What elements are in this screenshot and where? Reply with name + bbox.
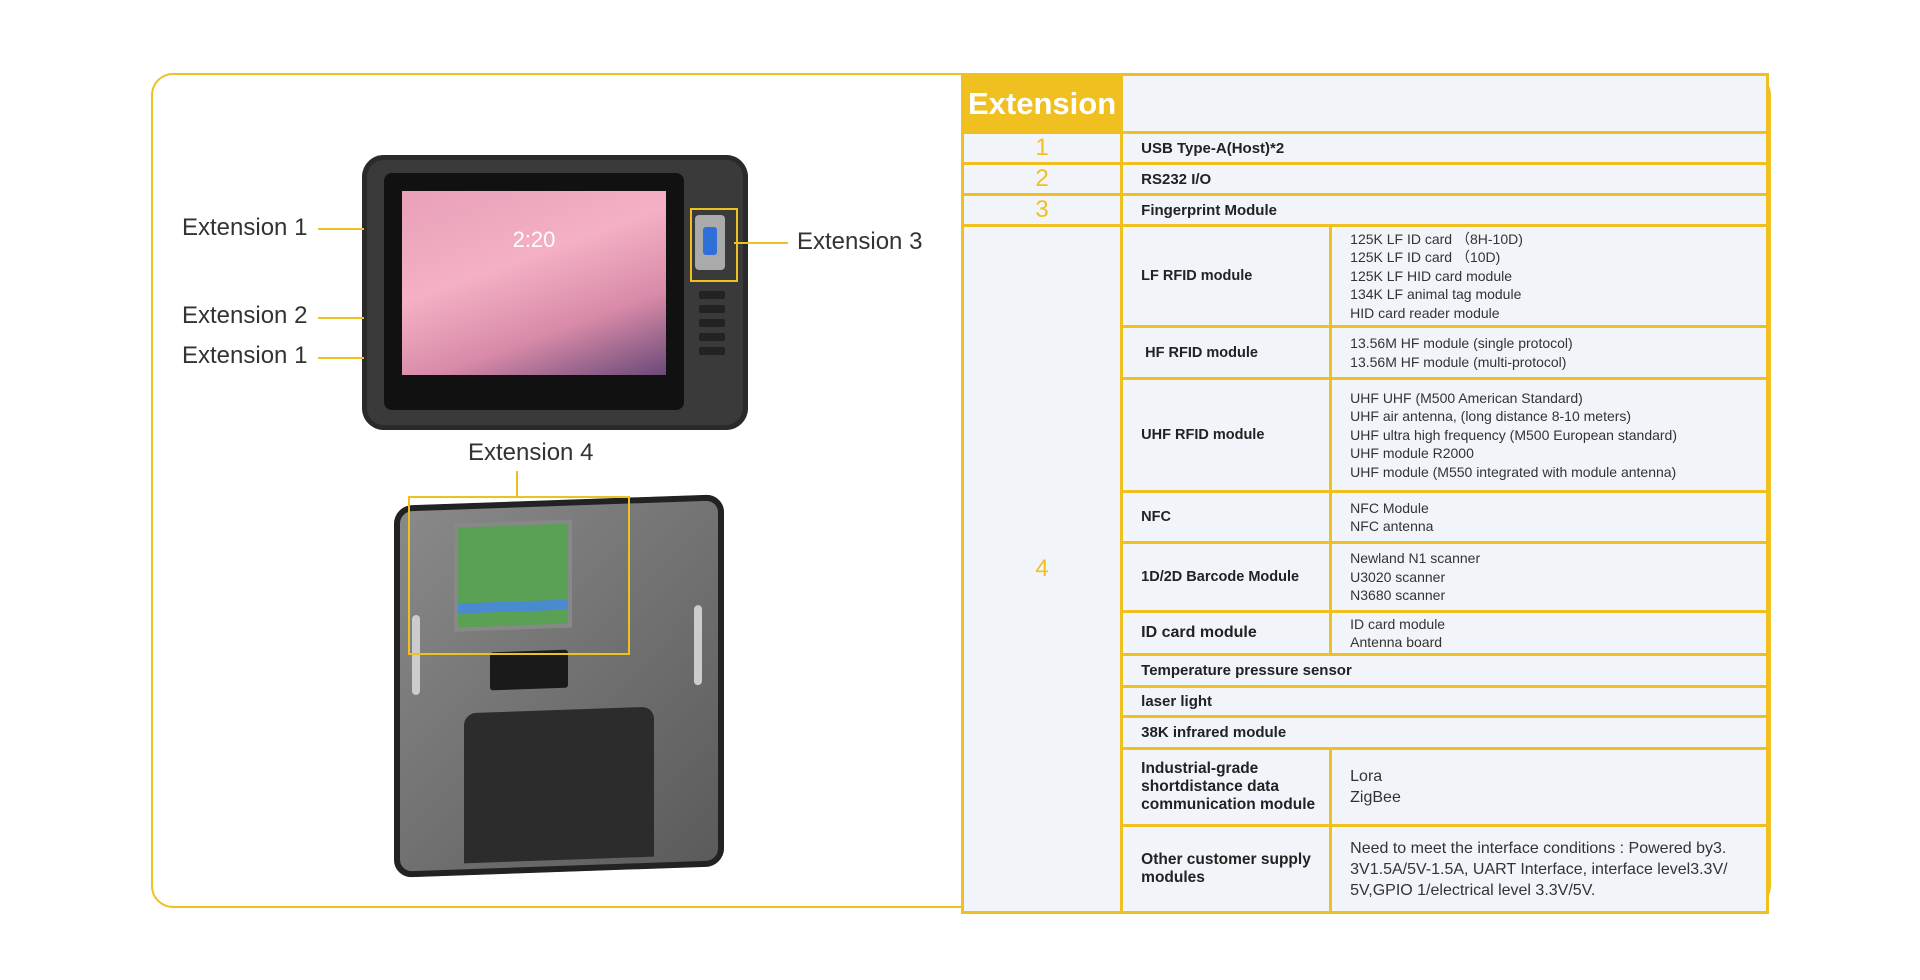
table-row: UHF RFID module UHF UHF (M500 American S… bbox=[963, 377, 1769, 493]
detail-line: Antenna board bbox=[1350, 634, 1443, 650]
row-number: 1 bbox=[960, 131, 1124, 165]
module-label: 1D/2D Barcode Module bbox=[1120, 541, 1333, 613]
detail-line: UHF module R2000 bbox=[1350, 445, 1474, 462]
detail-line: Need to meet the interface conditions : … bbox=[1350, 839, 1728, 899]
module-details: ID card module Antenna board bbox=[1329, 610, 1769, 656]
callout-line bbox=[734, 242, 788, 244]
module-details: UHF UHF (M500 American Standard) UHF air… bbox=[1329, 377, 1769, 493]
table-row: 1 USB Type-A(Host)*2 bbox=[960, 131, 1769, 165]
tablet-front-image: 2:20 bbox=[362, 155, 748, 430]
row-label: USB Type-A(Host)*2 bbox=[1120, 131, 1769, 165]
row-number: 2 bbox=[960, 162, 1124, 196]
callout-line bbox=[318, 228, 364, 230]
callout-line bbox=[516, 471, 518, 496]
module-label: Other customer supply modules bbox=[1120, 824, 1333, 914]
table-row: 38K infrared module bbox=[963, 715, 1769, 750]
tablet-bezel: 2:20 bbox=[384, 173, 684, 410]
lock-screen-clock: 2:20 bbox=[512, 227, 556, 252]
module-label: NFC bbox=[1120, 490, 1333, 544]
table-row: 3 Fingerprint Module bbox=[960, 193, 1769, 227]
detail-line: UHF module (M550 integrated with module … bbox=[1350, 463, 1677, 480]
detail-line: 134K LF animal tag module bbox=[1350, 286, 1522, 303]
callout-line bbox=[318, 317, 364, 319]
table-row: 4 LF RFID module 125K LF ID card （8H-10D… bbox=[960, 224, 1769, 914]
module-label: LF RFID module bbox=[1120, 224, 1333, 328]
table-row: HF RFID module 13.56M HF module (single … bbox=[963, 325, 1769, 380]
table-header-row: Extension bbox=[960, 73, 1769, 134]
table-row: NFC NFC Module NFC antenna bbox=[963, 490, 1769, 544]
callout-extension-1-bottom: Extension 1 bbox=[182, 342, 308, 369]
module-details: Lora ZigBee bbox=[1329, 747, 1769, 827]
detail-line: N3680 scanner bbox=[1350, 587, 1446, 604]
callout-extension-2: Extension 2 bbox=[182, 302, 308, 329]
detail-line: ZigBee bbox=[1350, 789, 1401, 806]
table-row: laser light bbox=[963, 685, 1769, 718]
row-label: Fingerprint Module bbox=[1120, 193, 1769, 227]
detail-line: ID card module bbox=[1350, 615, 1446, 632]
callout-extension-1-top: Extension 1 bbox=[182, 214, 308, 241]
ext4-highlight-box bbox=[408, 496, 630, 655]
detail-line: 13.56M HF module (multi-protocol) bbox=[1350, 353, 1567, 370]
detail-line: 125K LF ID card （8H-10D) bbox=[1350, 230, 1523, 247]
module-details: 125K LF ID card （8H-10D) 125K LF ID card… bbox=[1329, 224, 1769, 328]
module-label: 38K infrared module bbox=[1120, 715, 1769, 750]
module-label: UHF RFID module bbox=[1120, 377, 1333, 493]
ext3-highlight-box bbox=[690, 208, 738, 282]
detail-line: NFC Module bbox=[1350, 499, 1429, 516]
keypad-icon bbox=[692, 285, 732, 395]
callout-extension-3: Extension 3 bbox=[797, 228, 923, 255]
table-row: Temperature pressure sensor bbox=[963, 653, 1769, 688]
detail-line: 13.56M HF module (single protocol) bbox=[1350, 335, 1573, 351]
fingerprint-sensor-icon bbox=[695, 215, 725, 270]
module-details: 13.56M HF module (single protocol) 13.56… bbox=[1329, 325, 1769, 380]
extension-table: Extension 1 USB Type-A(Host)*2 2 RS232 I… bbox=[960, 73, 1769, 914]
table-row: Other customer supply modules Need to me… bbox=[963, 824, 1769, 914]
handle-right bbox=[694, 605, 702, 686]
detail-line: UHF air antenna, (long distance 8-10 met… bbox=[1350, 408, 1632, 425]
detail-line: U3020 scanner bbox=[1350, 568, 1446, 585]
detail-line: 125K LF ID card （10D) bbox=[1350, 249, 1501, 266]
detail-line: HID card reader module bbox=[1350, 304, 1500, 321]
detail-line: UHF ultra high frequency (M500 European … bbox=[1350, 426, 1677, 443]
detail-line: NFC antenna bbox=[1350, 518, 1434, 534]
stand-panel bbox=[464, 706, 654, 864]
detail-line: Newland N1 scanner bbox=[1350, 550, 1481, 567]
module-details: Need to meet the interface conditions : … bbox=[1329, 824, 1769, 914]
tablet-screen: 2:20 bbox=[402, 191, 666, 375]
module-label: laser light bbox=[1120, 685, 1769, 718]
detail-line: 125K LF HID card module bbox=[1350, 267, 1513, 284]
row-label: RS232 I/O bbox=[1120, 162, 1769, 196]
callout-line bbox=[318, 357, 364, 359]
table-row: 1D/2D Barcode Module Newland N1 scanner … bbox=[963, 541, 1769, 613]
table-row: 2 RS232 I/O bbox=[960, 162, 1769, 196]
module-label: Temperature pressure sensor bbox=[1120, 653, 1769, 688]
table-header: Extension bbox=[960, 73, 1124, 134]
callout-extension-4: Extension 4 bbox=[468, 439, 594, 466]
detail-line: Lora bbox=[1350, 768, 1383, 785]
module-label: ID card module bbox=[1120, 610, 1333, 656]
detail-line: UHF UHF (M500 American Standard) bbox=[1350, 389, 1583, 406]
module-label: HF RFID module bbox=[1120, 325, 1333, 380]
table-row: ID card module ID card module Antenna bo… bbox=[963, 610, 1769, 656]
module-details: Newland N1 scanner U3020 scanner N3680 s… bbox=[1329, 541, 1769, 613]
module-label: Industrial-grade shortdistance data comm… bbox=[1120, 747, 1333, 827]
row-number: 4 bbox=[960, 224, 1124, 914]
module-details: NFC Module NFC antenna bbox=[1329, 490, 1769, 544]
row-number: 3 bbox=[960, 193, 1124, 227]
nameplate bbox=[490, 649, 568, 691]
table-row: Industrial-grade shortdistance data comm… bbox=[963, 747, 1769, 827]
header-empty-cell bbox=[1120, 73, 1769, 134]
